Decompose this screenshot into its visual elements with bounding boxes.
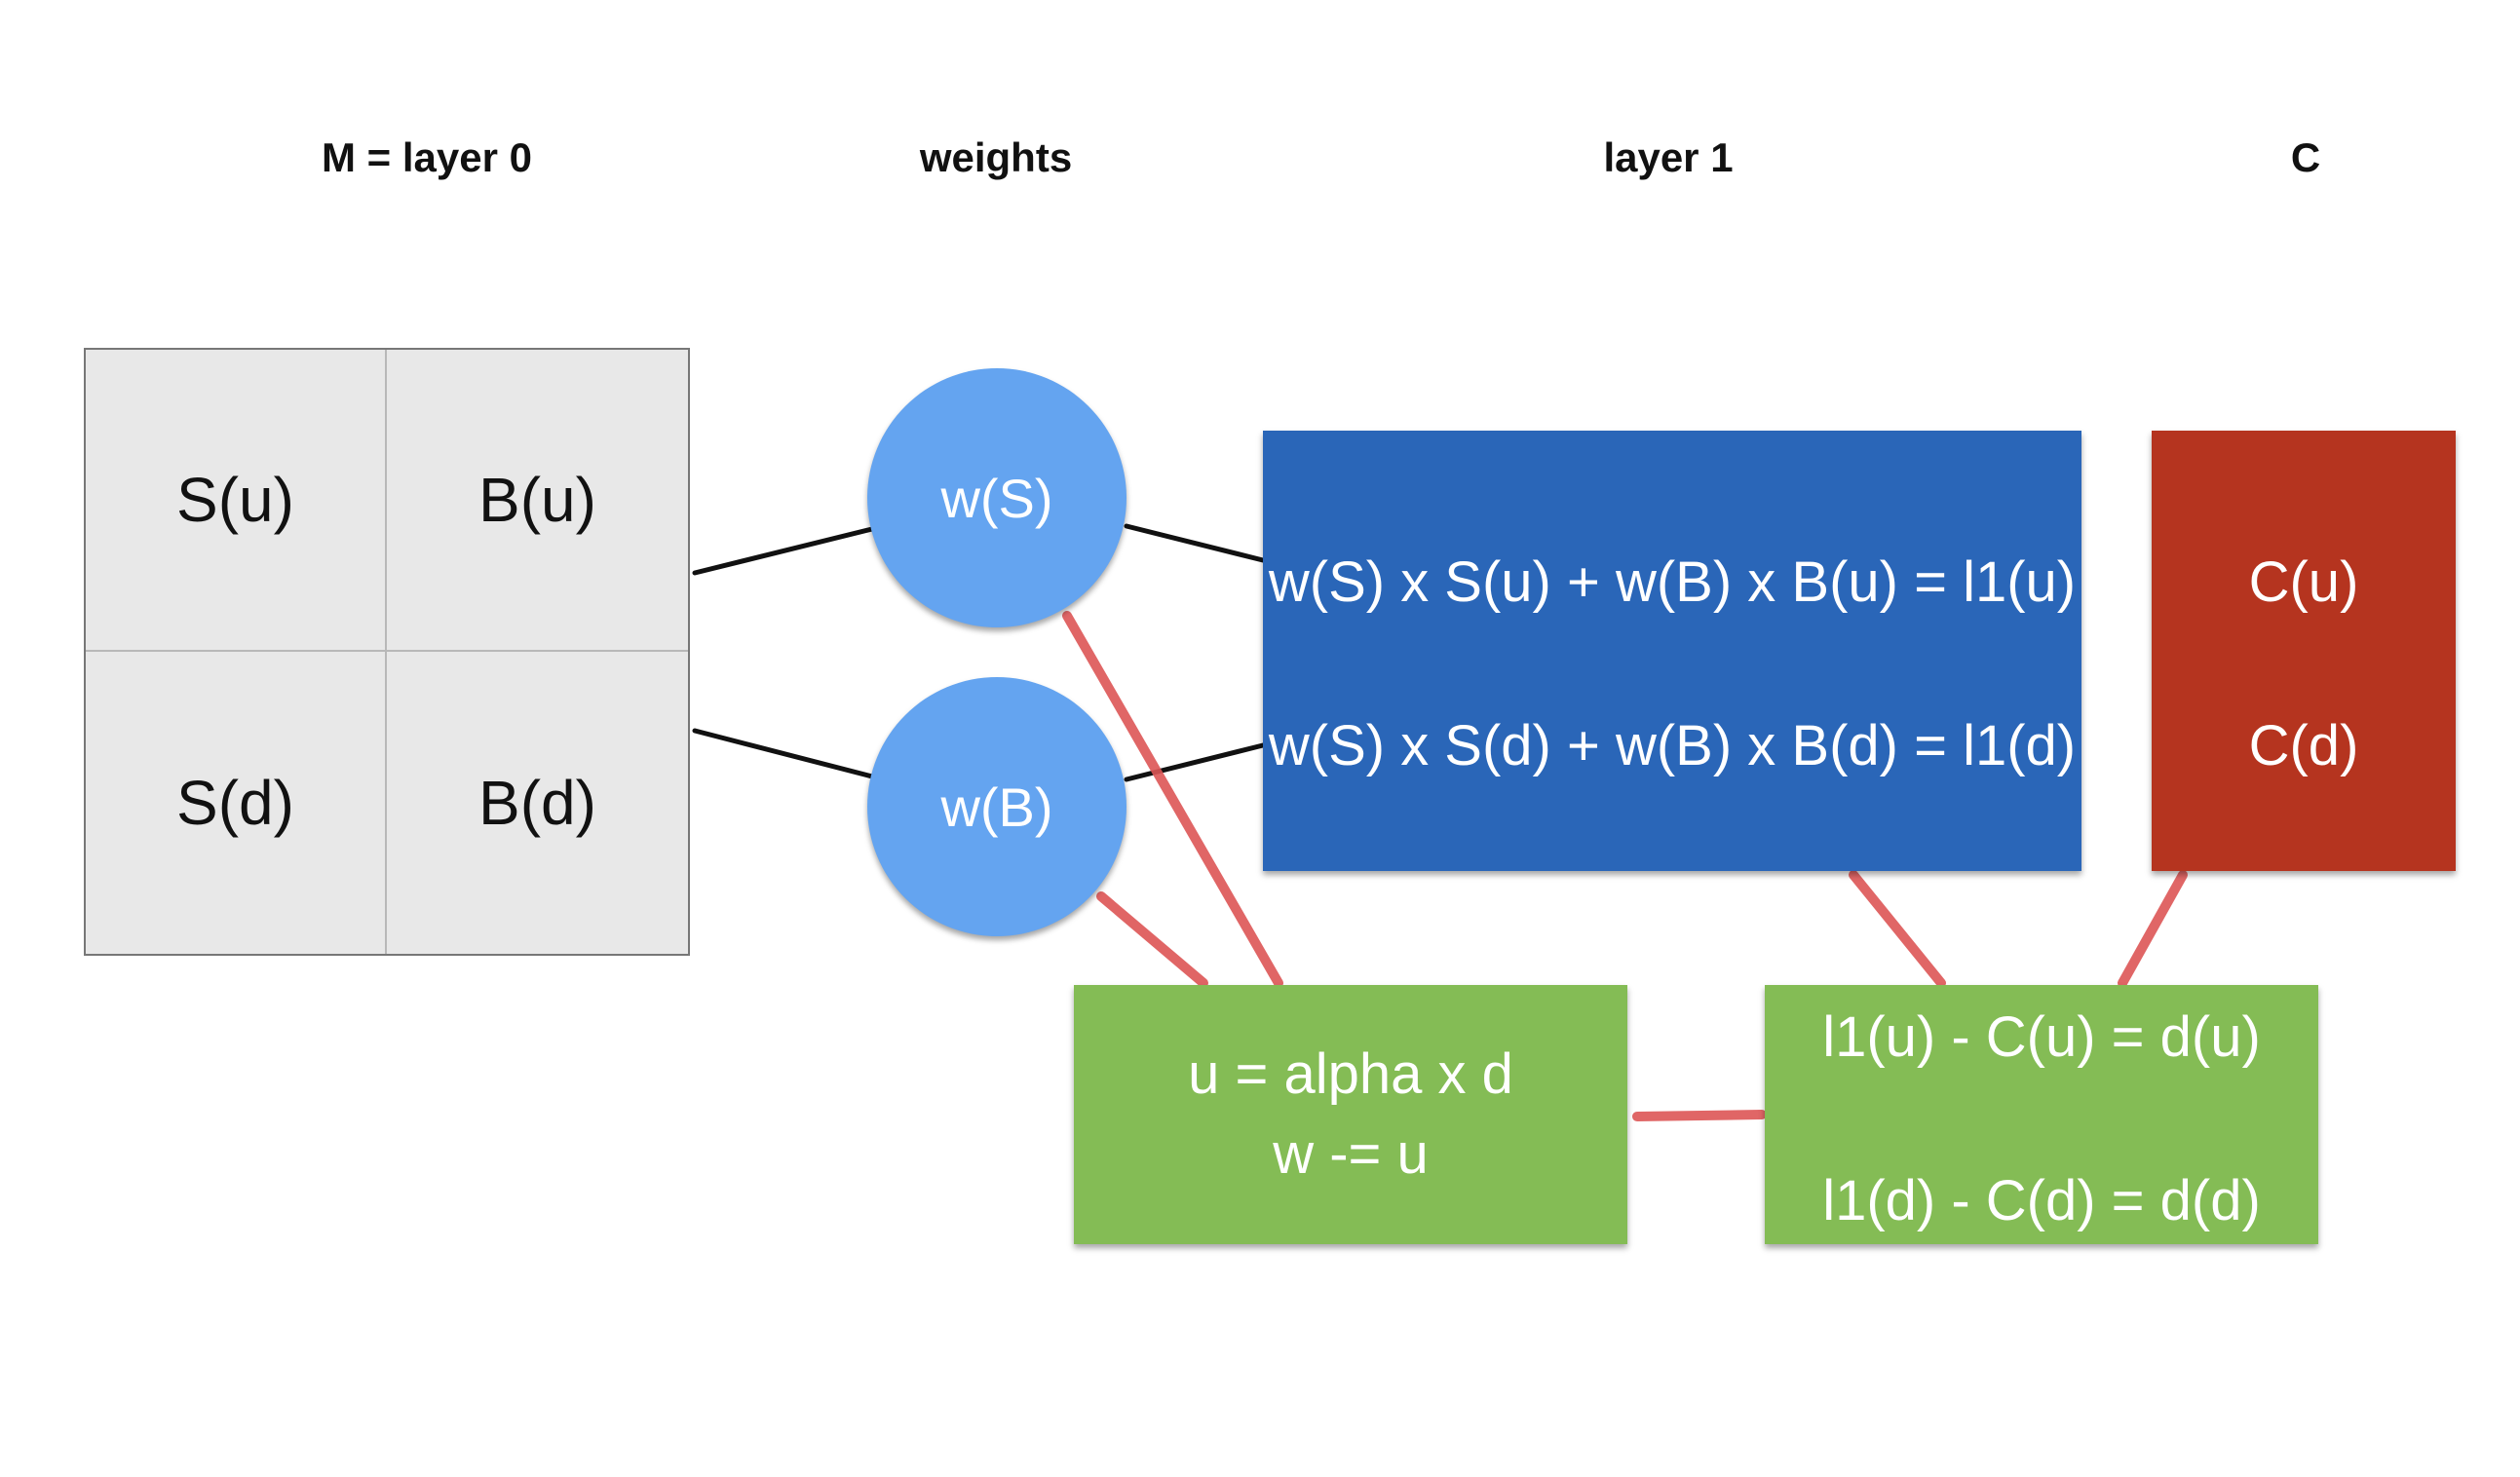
delta-box: l1(u) - C(u) = d(u) l1(d) - C(d) = d(d) bbox=[1765, 985, 2318, 1244]
update-box: u = alpha x d w -= u bbox=[1074, 985, 1627, 1244]
edge-wb-to-layer1 bbox=[1124, 742, 1266, 782]
layer1-equation-d: w(S) x S(d) + w(B) x B(d) = l1(d) bbox=[1268, 714, 2077, 777]
backprop-wb-to-update bbox=[1096, 891, 1208, 988]
backprop-delta-to-update bbox=[1632, 1110, 1767, 1121]
backprop-ws-to-update bbox=[1062, 611, 1283, 988]
matrix-cell-sd: S(d) bbox=[86, 652, 387, 954]
c-header: C bbox=[2290, 134, 2321, 180]
weights-header: weights bbox=[919, 134, 1073, 180]
layer1-header: layer 1 bbox=[1603, 134, 1734, 180]
layer1-equation-u: w(S) x S(u) + w(B) x B(u) = l1(u) bbox=[1268, 550, 2077, 614]
weight-node-ws: w(S) bbox=[867, 368, 1126, 627]
matrix-cell-bd: B(d) bbox=[478, 768, 596, 838]
edge-matrix-to-ws bbox=[692, 526, 875, 576]
matrix-cell-su: S(u) bbox=[86, 350, 387, 652]
update-equation: u = alpha x d bbox=[1188, 1042, 1513, 1106]
backprop-c-to-delta bbox=[2118, 870, 2188, 988]
weight-node-wb: w(B) bbox=[867, 677, 1126, 936]
layer0-header: M = layer 0 bbox=[322, 134, 532, 180]
c-value-u: C(u) bbox=[2248, 550, 2359, 614]
layer1-box: w(S) x S(u) + w(B) x B(u) = l1(u) w(S) x… bbox=[1263, 431, 2081, 871]
c-box: C(u) C(d) bbox=[2152, 431, 2456, 871]
edge-ws-to-layer1 bbox=[1124, 523, 1266, 563]
edge-matrix-to-wb bbox=[692, 728, 875, 779]
layer0-matrix: S(u) B(u) S(d) B(d) bbox=[84, 348, 690, 956]
backprop-layer1-to-delta bbox=[1849, 870, 1946, 988]
weight-update-equation: w -= u bbox=[1273, 1122, 1429, 1186]
matrix-cell-bu: B(u) bbox=[387, 350, 688, 652]
c-value-d: C(d) bbox=[2248, 714, 2359, 777]
delta-equation-u: l1(u) - C(u) = d(u) bbox=[1822, 1005, 2261, 1069]
delta-equation-d: l1(d) - C(d) = d(d) bbox=[1822, 1169, 2261, 1232]
